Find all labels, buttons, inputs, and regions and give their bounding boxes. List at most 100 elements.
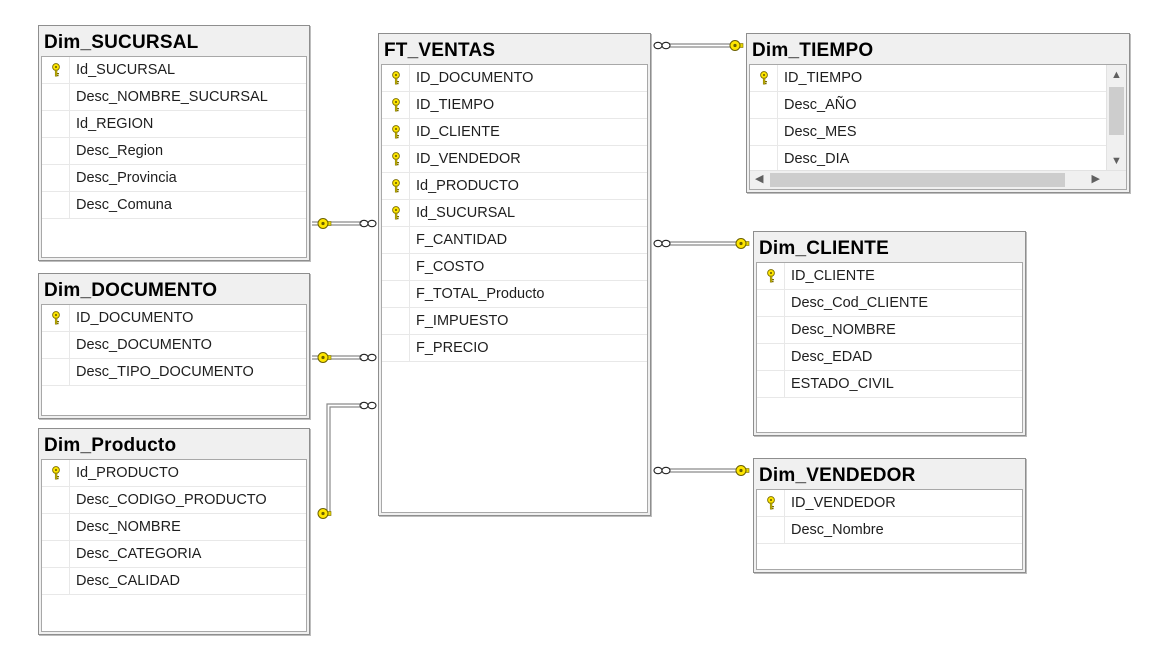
primary-key-end-icon (317, 508, 332, 519)
column-name: Desc_MES (784, 124, 857, 140)
scroll-left-icon[interactable]: ◀ (755, 173, 764, 185)
column-row[interactable]: Id_SUCURSAL (42, 57, 306, 84)
column-name: F_CANTIDAD (416, 232, 508, 248)
column-name: ID_DOCUMENTO (416, 70, 534, 86)
key-cell (757, 263, 785, 290)
scroll-thumb[interactable] (770, 173, 1065, 187)
column-row[interactable]: Desc_CATEGORIA (42, 541, 306, 568)
column-row[interactable]: ID_TIEMPO (750, 65, 1126, 92)
column-row[interactable]: Desc_TIPO_DOCUMENTO (42, 359, 306, 386)
key-cell (382, 254, 410, 281)
key-cell (42, 84, 70, 111)
table-title: Dim_VENDEDOR (759, 465, 916, 486)
primary-key-icon (51, 311, 61, 325)
column-name: ID_VENDEDOR (791, 495, 896, 511)
column-name: F_COSTO (416, 259, 485, 275)
horizontal-scrollbar[interactable]: ◀ ▶ (750, 170, 1126, 189)
column-name: Desc_Cod_CLIENTE (791, 295, 928, 311)
column-row[interactable]: Desc_Cod_CLIENTE (757, 290, 1022, 317)
column-row[interactable]: F_PRECIO (382, 335, 647, 362)
column-row[interactable]: ID_DOCUMENTO (42, 305, 306, 332)
many-end-icon (653, 239, 671, 248)
primary-key-icon (391, 206, 401, 220)
vertical-scrollbar[interactable]: ▲ ▼ (1106, 65, 1126, 171)
table-dim-vendedor[interactable]: Dim_VENDEDOR ID_VENDEDOR Desc_Nombre (753, 458, 1026, 573)
key-cell (382, 173, 410, 200)
column-row[interactable]: Desc_Region (42, 138, 306, 165)
column-row[interactable]: F_CANTIDAD (382, 227, 647, 254)
column-row[interactable]: Id_PRODUCTO (42, 460, 306, 487)
scroll-up-icon[interactable]: ▲ (1111, 69, 1122, 81)
column-name: Desc_DOCUMENTO (76, 337, 212, 353)
key-cell (42, 57, 70, 84)
column-row[interactable]: ESTADO_CIVIL (757, 371, 1022, 398)
key-cell (757, 290, 785, 317)
column-name: Desc_CALIDAD (76, 573, 180, 589)
column-list: ID_DOCUMENTO Desc_DOCUMENTO Desc_TIPO_DOCU… (41, 304, 307, 416)
column-row[interactable]: Desc_NOMBRE (757, 317, 1022, 344)
column-row[interactable]: Desc_EDAD (757, 344, 1022, 371)
many-end-icon (359, 219, 377, 228)
column-row[interactable]: ID_VENDEDOR (382, 146, 647, 173)
column-name: ID_VENDEDOR (416, 151, 521, 167)
column-name: ID_CLIENTE (416, 124, 500, 140)
column-row[interactable]: Id_REGION (42, 111, 306, 138)
column-row[interactable]: Desc_NOMBRE_SUCURSAL (42, 84, 306, 111)
column-row[interactable]: Id_SUCURSAL (382, 200, 647, 227)
column-row[interactable]: Desc_CALIDAD (42, 568, 306, 595)
column-row[interactable]: Desc_CODIGO_PRODUCTO (42, 487, 306, 514)
key-cell (757, 344, 785, 371)
key-cell (42, 165, 70, 192)
column-row[interactable]: Desc_Nombre (757, 517, 1022, 544)
column-row[interactable]: F_COSTO (382, 254, 647, 281)
primary-key-end-icon (735, 238, 750, 249)
column-name: ID_TIEMPO (784, 70, 863, 86)
key-cell (382, 200, 410, 227)
column-row[interactable]: Desc_Provincia (42, 165, 306, 192)
table-title: Dim_CLIENTE (759, 238, 889, 259)
table-dim-cliente[interactable]: Dim_CLIENTE ID_CLIENTE Desc_Cod_CLIENTE De… (753, 231, 1026, 436)
key-cell (42, 460, 70, 487)
column-row[interactable]: F_TOTAL_Producto (382, 281, 647, 308)
column-list: ID_VENDEDOR Desc_Nombre (756, 489, 1023, 570)
scroll-thumb[interactable] (1109, 87, 1124, 135)
key-cell (757, 517, 785, 544)
column-row[interactable]: ID_VENDEDOR (757, 490, 1022, 517)
column-row[interactable]: ID_TIEMPO (382, 92, 647, 119)
column-row[interactable]: Desc_Comuna (42, 192, 306, 219)
key-cell (757, 371, 785, 398)
column-row[interactable]: ID_CLIENTE (382, 119, 647, 146)
column-row[interactable]: ID_CLIENTE (757, 263, 1022, 290)
column-row[interactable]: ID_DOCUMENTO (382, 65, 647, 92)
column-row[interactable]: Desc_AÑO (750, 92, 1126, 119)
column-name: Desc_NOMBRE (791, 322, 896, 338)
primary-key-end-icon (317, 352, 332, 363)
key-cell (42, 332, 70, 359)
column-name: Desc_CATEGORIA (76, 546, 202, 562)
column-row[interactable]: Id_PRODUCTO (382, 173, 647, 200)
column-name: Id_PRODUCTO (76, 465, 179, 481)
primary-key-icon (391, 179, 401, 193)
column-row[interactable]: Desc_MES (750, 119, 1126, 146)
primary-key-icon (759, 71, 769, 85)
key-cell (382, 119, 410, 146)
primary-key-icon (391, 125, 401, 139)
column-row[interactable]: Desc_NOMBRE (42, 514, 306, 541)
many-end-icon (359, 353, 377, 362)
column-list: Id_PRODUCTO Desc_CODIGO_PRODUCTO Desc_NOMB… (41, 459, 307, 632)
scroll-right-icon[interactable]: ▶ (1091, 173, 1100, 185)
scroll-down-icon[interactable]: ▼ (1111, 155, 1122, 167)
key-cell (382, 92, 410, 119)
column-name: F_IMPUESTO (416, 313, 509, 329)
column-row[interactable]: Desc_DOCUMENTO (42, 332, 306, 359)
key-cell (42, 514, 70, 541)
column-name: Desc_CODIGO_PRODUCTO (76, 492, 267, 508)
key-cell (382, 65, 410, 92)
column-row[interactable]: F_IMPUESTO (382, 308, 647, 335)
